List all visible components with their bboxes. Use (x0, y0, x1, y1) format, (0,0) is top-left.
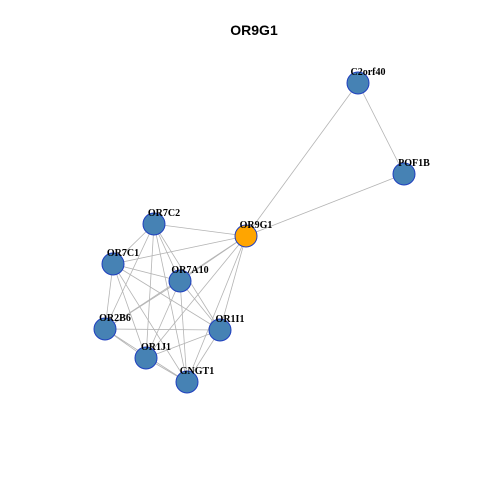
node-or7c1[interactable]: OR7C1 (101, 248, 139, 276)
node-c2orf40[interactable]: C2orf40 (346, 67, 386, 95)
node-or1i1[interactable]: OR1I1 (208, 314, 245, 342)
node-circle-or7c2[interactable] (142, 212, 166, 236)
node-label-or1i1: OR1I1 (216, 314, 245, 325)
node-label-or1j1: OR1J1 (141, 342, 171, 353)
graph-title: OR9G1 (230, 22, 278, 38)
edge-c2orf40-pof1b (357, 82, 405, 175)
node-or7a10[interactable]: OR7A10 (168, 265, 209, 293)
node-circle-pof1b[interactable] (392, 162, 416, 186)
edge-or1i1-or1j1 (145, 329, 221, 359)
node-or1j1[interactable]: OR1J1 (134, 342, 171, 370)
edge-or9g1-or1i1 (219, 235, 247, 331)
node-or7c2[interactable]: OR7C2 (142, 208, 180, 236)
edge-or7c2-or1j1 (145, 223, 155, 359)
node-label-or2b6: OR2B6 (99, 313, 131, 324)
edge-or9g1-gngt1 (186, 235, 247, 383)
edge-or9g1-or7c2 (153, 223, 247, 237)
node-circle-or1j1[interactable] (134, 346, 158, 370)
edge-or7c1-gngt1 (112, 263, 188, 383)
node-circle-or7a10[interactable] (168, 269, 192, 293)
edge-c2orf40-or9g1 (245, 82, 359, 237)
edge-or7c1-or1i1 (112, 263, 221, 331)
node-circle-gngt1[interactable] (175, 370, 199, 394)
node-label-or7c2: OR7C2 (148, 208, 180, 219)
edge-or2b6-or1i1 (104, 328, 221, 331)
node-gngt1[interactable]: GNGT1 (175, 366, 214, 394)
edge-or7a10-gngt1 (179, 280, 188, 383)
node-label-or7a10: OR7A10 (171, 265, 208, 276)
node-circle-or1i1[interactable] (208, 318, 232, 342)
node-circle-or2b6[interactable] (93, 317, 117, 341)
edge-or7c1-or1j1 (112, 263, 147, 359)
node-circle-or7c1[interactable] (101, 252, 125, 276)
edge-or7a10-or1j1 (145, 280, 181, 359)
node-label-or7c1: OR7C1 (107, 248, 139, 259)
node-or2b6[interactable]: OR2B6 (93, 313, 131, 341)
node-circle-c2orf40[interactable] (346, 71, 370, 95)
node-or9g1[interactable]: OR9G1 (234, 220, 273, 248)
edge-pof1b-or9g1 (245, 173, 405, 237)
node-pof1b[interactable]: POF1B (392, 158, 430, 186)
edge-or9g1-or7c1 (112, 235, 247, 265)
edge-or9g1-or1j1 (145, 235, 247, 359)
edge-or7c1-or7a10 (112, 263, 181, 282)
node-label-pof1b: POF1B (398, 158, 430, 169)
edge-or7a10-or2b6 (104, 280, 181, 330)
node-label-or9g1: OR9G1 (240, 220, 273, 231)
node-circle-or9g1[interactable] (234, 224, 258, 248)
edge-or7c2-or2b6 (104, 223, 155, 330)
node-label-gngt1: GNGT1 (180, 366, 214, 377)
node-label-c2orf40: C2orf40 (351, 67, 386, 78)
